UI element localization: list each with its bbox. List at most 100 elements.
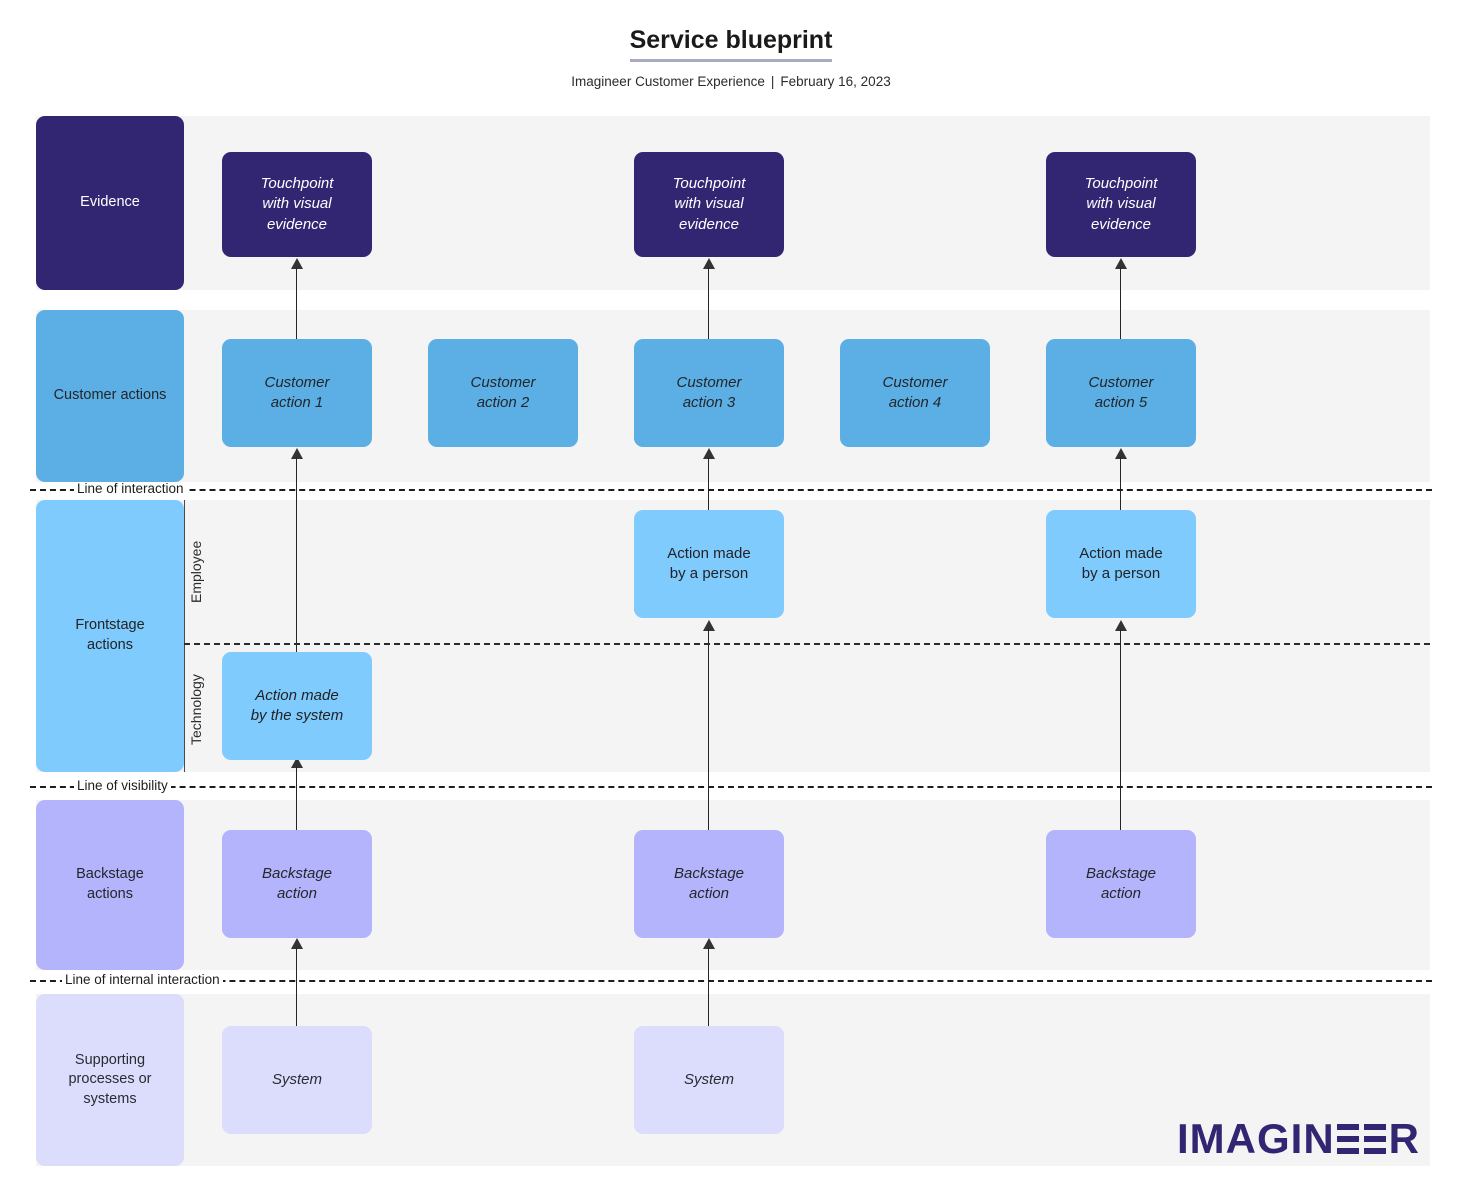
backstage-action-node-1[interactable]: Backstage action — [222, 830, 372, 938]
page-header: Service blueprint Imagineer Customer Exp… — [0, 26, 1462, 89]
evidence-node-2-line1: Touchpoint — [672, 175, 746, 193]
evidence-node-2-text: Touchpoint with visual evidence — [673, 174, 746, 235]
row-label-backstage-actions[interactable]: Backstage actions — [36, 800, 184, 970]
arrow-backstage5-to-employee5 — [1114, 620, 1128, 835]
page-subtitle: Imagineer Customer Experience|February 1… — [0, 74, 1462, 89]
imagineer-wordmark-part1: IMAGIN — [1177, 1115, 1335, 1162]
arrow-employee3-to-customer3 — [702, 448, 716, 526]
arrowhead-icon — [1115, 620, 1127, 631]
arrow-shaft — [1120, 267, 1121, 348]
arrow-employee5-to-customer5 — [1114, 448, 1128, 526]
row-label-evidence-text: Evidence — [80, 194, 140, 211]
technology-action-node-1-text: Action made by the system — [251, 686, 344, 727]
customer-action-node-3-line1: Customer — [676, 373, 742, 391]
customer-action-node-3-text: Customer action 3 — [676, 373, 741, 414]
employee-action-node-1[interactable]: Action made by a person — [634, 510, 784, 618]
row-label-evidence[interactable]: Evidence — [36, 116, 184, 290]
arrow-shaft — [708, 629, 709, 835]
swimline-interaction — [30, 489, 1432, 491]
backstage-action-node-3-line1: Backstage — [1085, 864, 1157, 882]
arrow-shaft — [296, 947, 297, 1028]
technology-action-node-1[interactable]: Action made by the system — [222, 652, 372, 760]
arrow-shaft — [1120, 457, 1121, 526]
arrow-shaft — [296, 766, 297, 835]
arrow-customer5-to-touchpoint5 — [1114, 258, 1128, 348]
customer-action-node-5[interactable]: Customer action 5 — [1046, 339, 1196, 447]
arrow-backstage1-to-technology1 — [290, 757, 304, 835]
arrow-customer1-to-touchpoint1 — [290, 258, 304, 348]
row-label-supporting-line3: systems — [83, 1090, 137, 1107]
customer-action-node-5-line1: Customer — [1088, 373, 1154, 391]
customer-action-node-1-text: Customer action 1 — [264, 373, 329, 414]
arrowhead-icon — [1115, 258, 1127, 269]
row-label-frontstage-line2: actions — [87, 637, 133, 653]
employee-action-node-1-line2: by a person — [669, 565, 749, 582]
arrow-shaft — [708, 947, 709, 1028]
system-node-2[interactable]: System — [634, 1026, 784, 1134]
imagineer-logo: IMAGIN R — [1177, 1118, 1420, 1160]
lane-name-technology: Technology — [188, 674, 204, 746]
evidence-node-3[interactable]: Touchpoint with visual evidence — [1046, 152, 1196, 257]
evidence-node-2-line2: with visual — [674, 195, 744, 213]
row-label-backstage-line1: Backstage — [76, 866, 144, 883]
employee-action-node-2-line2: by a person — [1081, 565, 1161, 582]
evidence-node-1-line1: Touchpoint — [260, 175, 334, 193]
lane-separator-employee-technology — [184, 643, 1430, 645]
arrowhead-icon — [291, 757, 303, 768]
arrowhead-icon — [291, 938, 303, 949]
evidence-node-3-text: Touchpoint with visual evidence — [1085, 174, 1158, 235]
customer-action-node-3[interactable]: Customer action 3 — [634, 339, 784, 447]
subtitle-separator: | — [770, 74, 775, 89]
imagineer-wordmark: IMAGIN R — [1177, 1118, 1420, 1160]
system-node-1[interactable]: System — [222, 1026, 372, 1134]
backstage-action-node-1-line1: Backstage — [261, 864, 333, 882]
customer-action-node-4[interactable]: Customer action 4 — [840, 339, 990, 447]
employee-action-node-1-text: Action made by a person — [667, 544, 750, 585]
arrow-technology1-to-customer1 — [290, 448, 304, 663]
row-label-customer-actions-text: Customer actions — [53, 387, 167, 404]
stylized-e-icon — [1364, 1124, 1387, 1154]
arrow-shaft — [296, 457, 297, 663]
employee-action-node-1-line1: Action made — [667, 544, 751, 562]
customer-action-node-1[interactable]: Customer action 1 — [222, 339, 372, 447]
row-label-supporting-line1: Supporting — [74, 1051, 146, 1068]
evidence-node-1-line3: evidence — [266, 215, 328, 233]
backstage-action-node-2-line1: Backstage — [673, 864, 745, 882]
arrowhead-icon — [703, 938, 715, 949]
backstage-action-node-1-text: Backstage action — [262, 864, 332, 905]
backstage-action-node-2-line2: action — [688, 885, 729, 902]
arrowhead-icon — [291, 448, 303, 459]
customer-action-node-1-line1: Customer — [264, 373, 330, 391]
backstage-action-node-2[interactable]: Backstage action — [634, 830, 784, 938]
backstage-action-node-3[interactable]: Backstage action — [1046, 830, 1196, 938]
system-node-2-line1: System — [683, 1070, 734, 1088]
backstage-action-node-1-line2: action — [276, 885, 317, 902]
swimline-label-interaction: Line of interaction — [74, 482, 187, 496]
arrow-customer3-to-touchpoint3 — [702, 258, 716, 348]
row-label-frontstage-actions[interactable]: Frontstage actions — [36, 500, 184, 772]
customer-action-node-2[interactable]: Customer action 2 — [428, 339, 578, 447]
technology-action-node-1-line1: Action made — [255, 686, 339, 704]
evidence-node-1[interactable]: Touchpoint with visual evidence — [222, 152, 372, 257]
customer-action-node-4-line1: Customer — [882, 373, 948, 391]
arrow-system1-to-backstage1 — [290, 938, 304, 1028]
arrow-shaft — [1120, 629, 1121, 835]
evidence-node-3-line3: evidence — [1090, 215, 1152, 233]
imagineer-wordmark-part2: R — [1388, 1115, 1420, 1162]
row-label-customer-actions[interactable]: Customer actions — [36, 310, 184, 482]
system-node-1-line1: System — [271, 1070, 322, 1088]
customer-action-node-3-line2: action 3 — [682, 394, 736, 411]
evidence-node-2-line3: evidence — [678, 215, 740, 233]
lane-name-employee: Employee — [188, 540, 204, 604]
page-title: Service blueprint — [629, 26, 833, 62]
evidence-node-2[interactable]: Touchpoint with visual evidence — [634, 152, 784, 257]
evidence-node-3-line1: Touchpoint — [1084, 175, 1158, 193]
row-label-frontstage-line1: Frontstage — [75, 617, 145, 634]
arrow-shaft — [708, 457, 709, 526]
arrow-system3-to-backstage3 — [702, 938, 716, 1028]
row-label-supporting-processes[interactable]: Supporting processes or systems — [36, 994, 184, 1166]
backstage-action-node-3-text: Backstage action — [1086, 864, 1156, 905]
stylized-e-icon — [1337, 1124, 1360, 1154]
employee-action-node-2[interactable]: Action made by a person — [1046, 510, 1196, 618]
customer-action-node-2-text: Customer action 2 — [470, 373, 535, 414]
